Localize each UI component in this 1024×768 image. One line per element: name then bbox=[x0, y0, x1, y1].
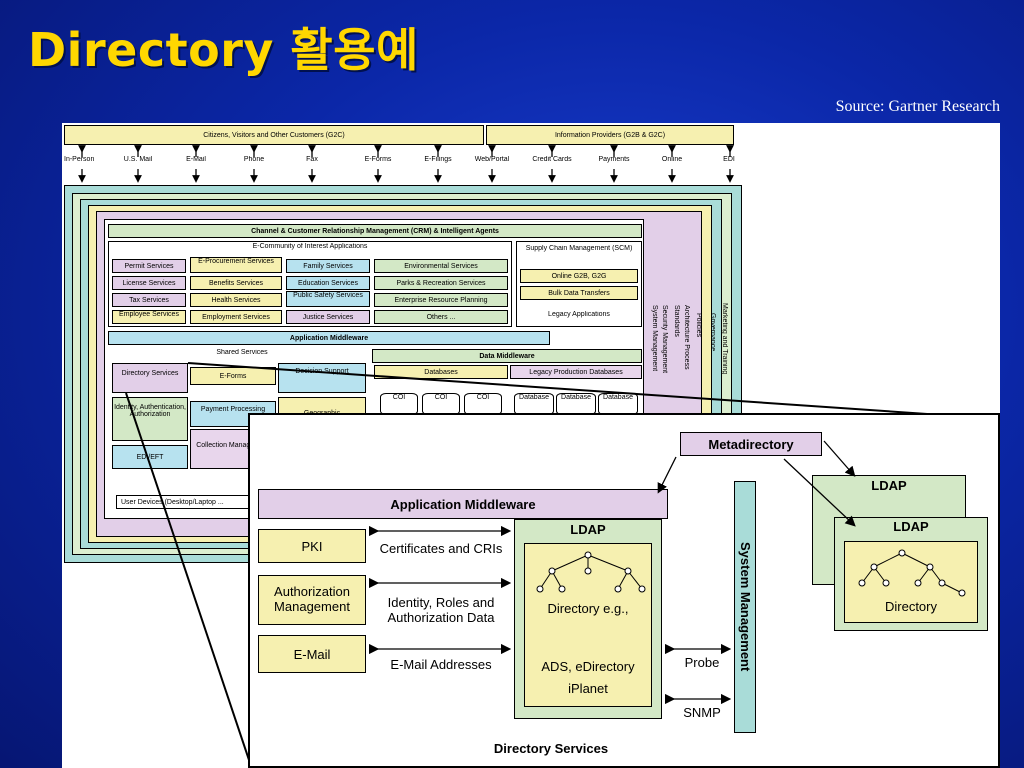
iplanet-label: iPlanet bbox=[568, 681, 608, 696]
app-erp: Enterprise Resource Planning bbox=[374, 293, 508, 307]
certs-label: Certificates and CRIs bbox=[379, 541, 503, 556]
remote-ldap-1-label: LDAP bbox=[871, 478, 907, 493]
bg-directory-services: Directory Services bbox=[112, 363, 188, 393]
scm-title: Supply Chain Management (SCM) bbox=[525, 245, 633, 252]
bg-data-middleware: Data Middleware bbox=[372, 349, 642, 363]
connector-layer bbox=[78, 145, 734, 183]
channel-fax: Fax bbox=[306, 156, 318, 163]
bg-databases: Databases bbox=[374, 365, 508, 379]
app-tax: Tax Services bbox=[112, 293, 186, 307]
snmp-label: SNMP bbox=[683, 705, 721, 720]
bg-eforms: E-Forms bbox=[190, 367, 276, 385]
app-benefits: Benefits Services bbox=[190, 276, 282, 290]
probe-label: Probe bbox=[684, 655, 720, 670]
app-public-safety: Public Safety Services bbox=[286, 291, 370, 307]
app-eprocurement: E-Procurement Services bbox=[190, 257, 282, 273]
channel-edi: EDI bbox=[723, 156, 735, 163]
channel-email: E-Mail bbox=[186, 156, 206, 163]
bg-app-middleware: Application Middleware bbox=[108, 331, 550, 345]
providers-bar: Information Providers (G2B & G2C) bbox=[486, 125, 734, 145]
identity-roles-label: Identity, Roles and Authorization Data bbox=[387, 595, 495, 625]
channel-online: Online bbox=[661, 156, 683, 163]
channel-us-mail: U.S. Mail bbox=[123, 156, 153, 163]
remote-directory-label: Directory bbox=[884, 599, 937, 614]
channel-credit-cards: Credit Cards bbox=[532, 156, 572, 163]
vertical-governance: Governance bbox=[709, 313, 716, 352]
directory-eg-label: Directory e.g., bbox=[547, 601, 629, 616]
remote-directory-box bbox=[844, 541, 978, 623]
scm-bulk: Bulk Data Transfers bbox=[520, 286, 638, 300]
ldap-main-label: LDAP bbox=[570, 522, 606, 537]
app-justice: Justice Services bbox=[286, 310, 370, 324]
vertical-standards: Standards bbox=[673, 305, 680, 337]
metadirectory-box: Metadirectory bbox=[680, 432, 822, 456]
channel-phone: Phone bbox=[243, 156, 265, 163]
ecommunity-title: E-Community of Interest Applications bbox=[252, 243, 368, 250]
pki-box: PKI bbox=[258, 529, 366, 563]
app-license: License Services bbox=[112, 276, 186, 290]
email-box: E-Mail bbox=[258, 635, 366, 673]
source-citation: Source: Gartner Research bbox=[835, 98, 1000, 115]
bg-identity: Identity, Authentication, Authorization bbox=[112, 397, 188, 441]
channel-arrows bbox=[78, 145, 734, 183]
crm-bar: Channel & Customer Relationship Manageme… bbox=[108, 224, 642, 238]
vertical-security-mgmt: Security Management bbox=[661, 305, 668, 374]
vertical-system-mgmt: System Management bbox=[651, 305, 658, 372]
app-permit: Permit Services bbox=[112, 259, 186, 273]
app-parks: Parks & Recreation Services bbox=[374, 276, 508, 290]
coi-db-2: COI bbox=[422, 393, 460, 415]
system-management-bar: System Management bbox=[734, 481, 756, 733]
bg-legacy-db: Legacy Production Databases bbox=[510, 365, 642, 379]
scm-online: Online G2B, G2G bbox=[520, 269, 638, 283]
app-others: Others ... bbox=[374, 310, 508, 324]
scm-box bbox=[516, 241, 642, 327]
app-middleware-box: Application Middleware bbox=[258, 489, 668, 519]
vertical-architecture: Architecture Process bbox=[683, 305, 690, 370]
page-title: Directory 활용예 bbox=[28, 23, 419, 77]
vertical-policies: Policies bbox=[695, 313, 702, 338]
channel-eforms: E-Forms bbox=[364, 156, 392, 163]
diagram-panel: Citizens, Visitors and Other Customers (… bbox=[62, 123, 1000, 768]
legacy-apps-label: Legacy Applications bbox=[548, 311, 610, 318]
app-environmental: Environmental Services bbox=[374, 259, 508, 273]
channel-in-person: In-Person bbox=[64, 156, 95, 163]
email-addresses-label: E-Mail Addresses bbox=[390, 657, 492, 672]
app-education: Education Services bbox=[286, 276, 370, 290]
remote-ldap-2-label: LDAP bbox=[893, 519, 929, 534]
customers-bar: Citizens, Visitors and Other Customers (… bbox=[64, 125, 484, 145]
app-employment: Employment Services bbox=[190, 310, 282, 324]
shared-services-title: Shared Services bbox=[216, 349, 268, 356]
app-health: Health Services bbox=[190, 293, 282, 307]
channel-efilings: E-Filings bbox=[424, 156, 452, 163]
channel-web-portal: Web/Portal bbox=[474, 156, 510, 163]
directory-services-footer: Directory Services bbox=[493, 741, 609, 756]
channel-payments: Payments bbox=[598, 156, 630, 163]
authz-box: Authorization Management bbox=[258, 575, 366, 625]
app-employee: Employee Services bbox=[112, 310, 186, 324]
vertical-marketing: Marketing and Training bbox=[721, 303, 728, 375]
ads-label: ADS, eDirectory bbox=[541, 659, 635, 674]
zoom-lines bbox=[125, 362, 1000, 764]
remote-tree bbox=[861, 552, 963, 594]
inset-connectors bbox=[368, 440, 966, 705]
app-family: Family Services bbox=[286, 259, 370, 273]
